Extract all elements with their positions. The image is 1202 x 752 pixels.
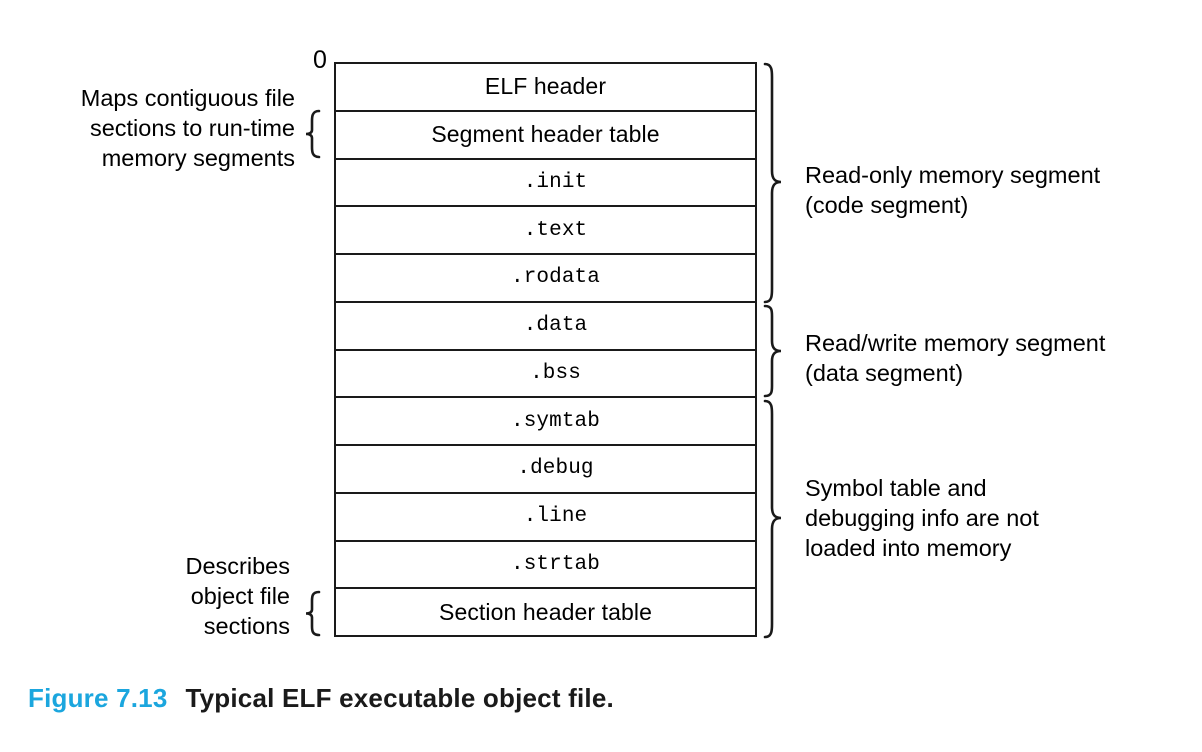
table-row: .strtab bbox=[336, 542, 755, 590]
table-row: .bss bbox=[336, 351, 755, 399]
elf-object-file-table: ELF header Segment header table .init .t… bbox=[334, 62, 757, 637]
row-label-symtab: .symtab bbox=[511, 409, 600, 433]
table-row: .debug bbox=[336, 446, 755, 494]
brace-right-read-only-segment bbox=[762, 62, 790, 304]
row-label-strtab: .strtab bbox=[511, 552, 600, 576]
row-label-init: .init bbox=[523, 170, 588, 194]
table-row: .rodata bbox=[336, 255, 755, 303]
table-row: Section header table bbox=[336, 589, 755, 635]
annotation-maps-contiguous-file-sections: Maps contiguous file sections to run-tim… bbox=[80, 85, 295, 171]
brace-left-section-header-table bbox=[296, 590, 322, 637]
brace-left-segment-header-table bbox=[296, 109, 322, 159]
annotation-read-write-memory-segment: Read/write memory segment (data segment) bbox=[805, 330, 1106, 386]
table-row: ELF header bbox=[336, 64, 755, 112]
table-row: .data bbox=[336, 303, 755, 351]
figure-caption-title: Typical ELF executable object file. bbox=[185, 683, 614, 713]
brace-right-symbol-table-not-loaded bbox=[762, 399, 790, 639]
row-label-rodata: .rodata bbox=[511, 266, 600, 290]
annotation-read-only-memory-segment: Read-only memory segment (code segment) bbox=[805, 162, 1101, 218]
figure-caption: Figure 7.13 Typical ELF executable object… bbox=[28, 683, 614, 714]
row-label-segment-header-table: Segment header table bbox=[431, 121, 660, 148]
annotation-symbol-table-not-loaded: Symbol table and debugging info are not … bbox=[805, 475, 1039, 561]
row-label-text: .text bbox=[523, 218, 588, 242]
row-label-data: .data bbox=[523, 314, 588, 338]
origin-offset-label: 0 bbox=[313, 46, 327, 74]
row-label-elf-header: ELF header bbox=[484, 73, 607, 100]
figure-caption-number: Figure 7.13 bbox=[28, 683, 168, 713]
row-label-section-header-table: Section header table bbox=[439, 598, 652, 625]
table-row: .init bbox=[336, 160, 755, 208]
brace-right-read-write-segment bbox=[762, 304, 790, 400]
table-row: .symtab bbox=[336, 398, 755, 446]
table-row: Segment header table bbox=[336, 112, 755, 160]
annotation-describes-object-file-sections: Describes object file sections bbox=[185, 553, 290, 639]
row-label-debug: .debug bbox=[517, 457, 594, 481]
row-label-line: .line bbox=[523, 505, 588, 529]
table-row: .line bbox=[336, 494, 755, 542]
row-label-bss: .bss bbox=[530, 361, 581, 385]
table-row: .text bbox=[336, 207, 755, 255]
